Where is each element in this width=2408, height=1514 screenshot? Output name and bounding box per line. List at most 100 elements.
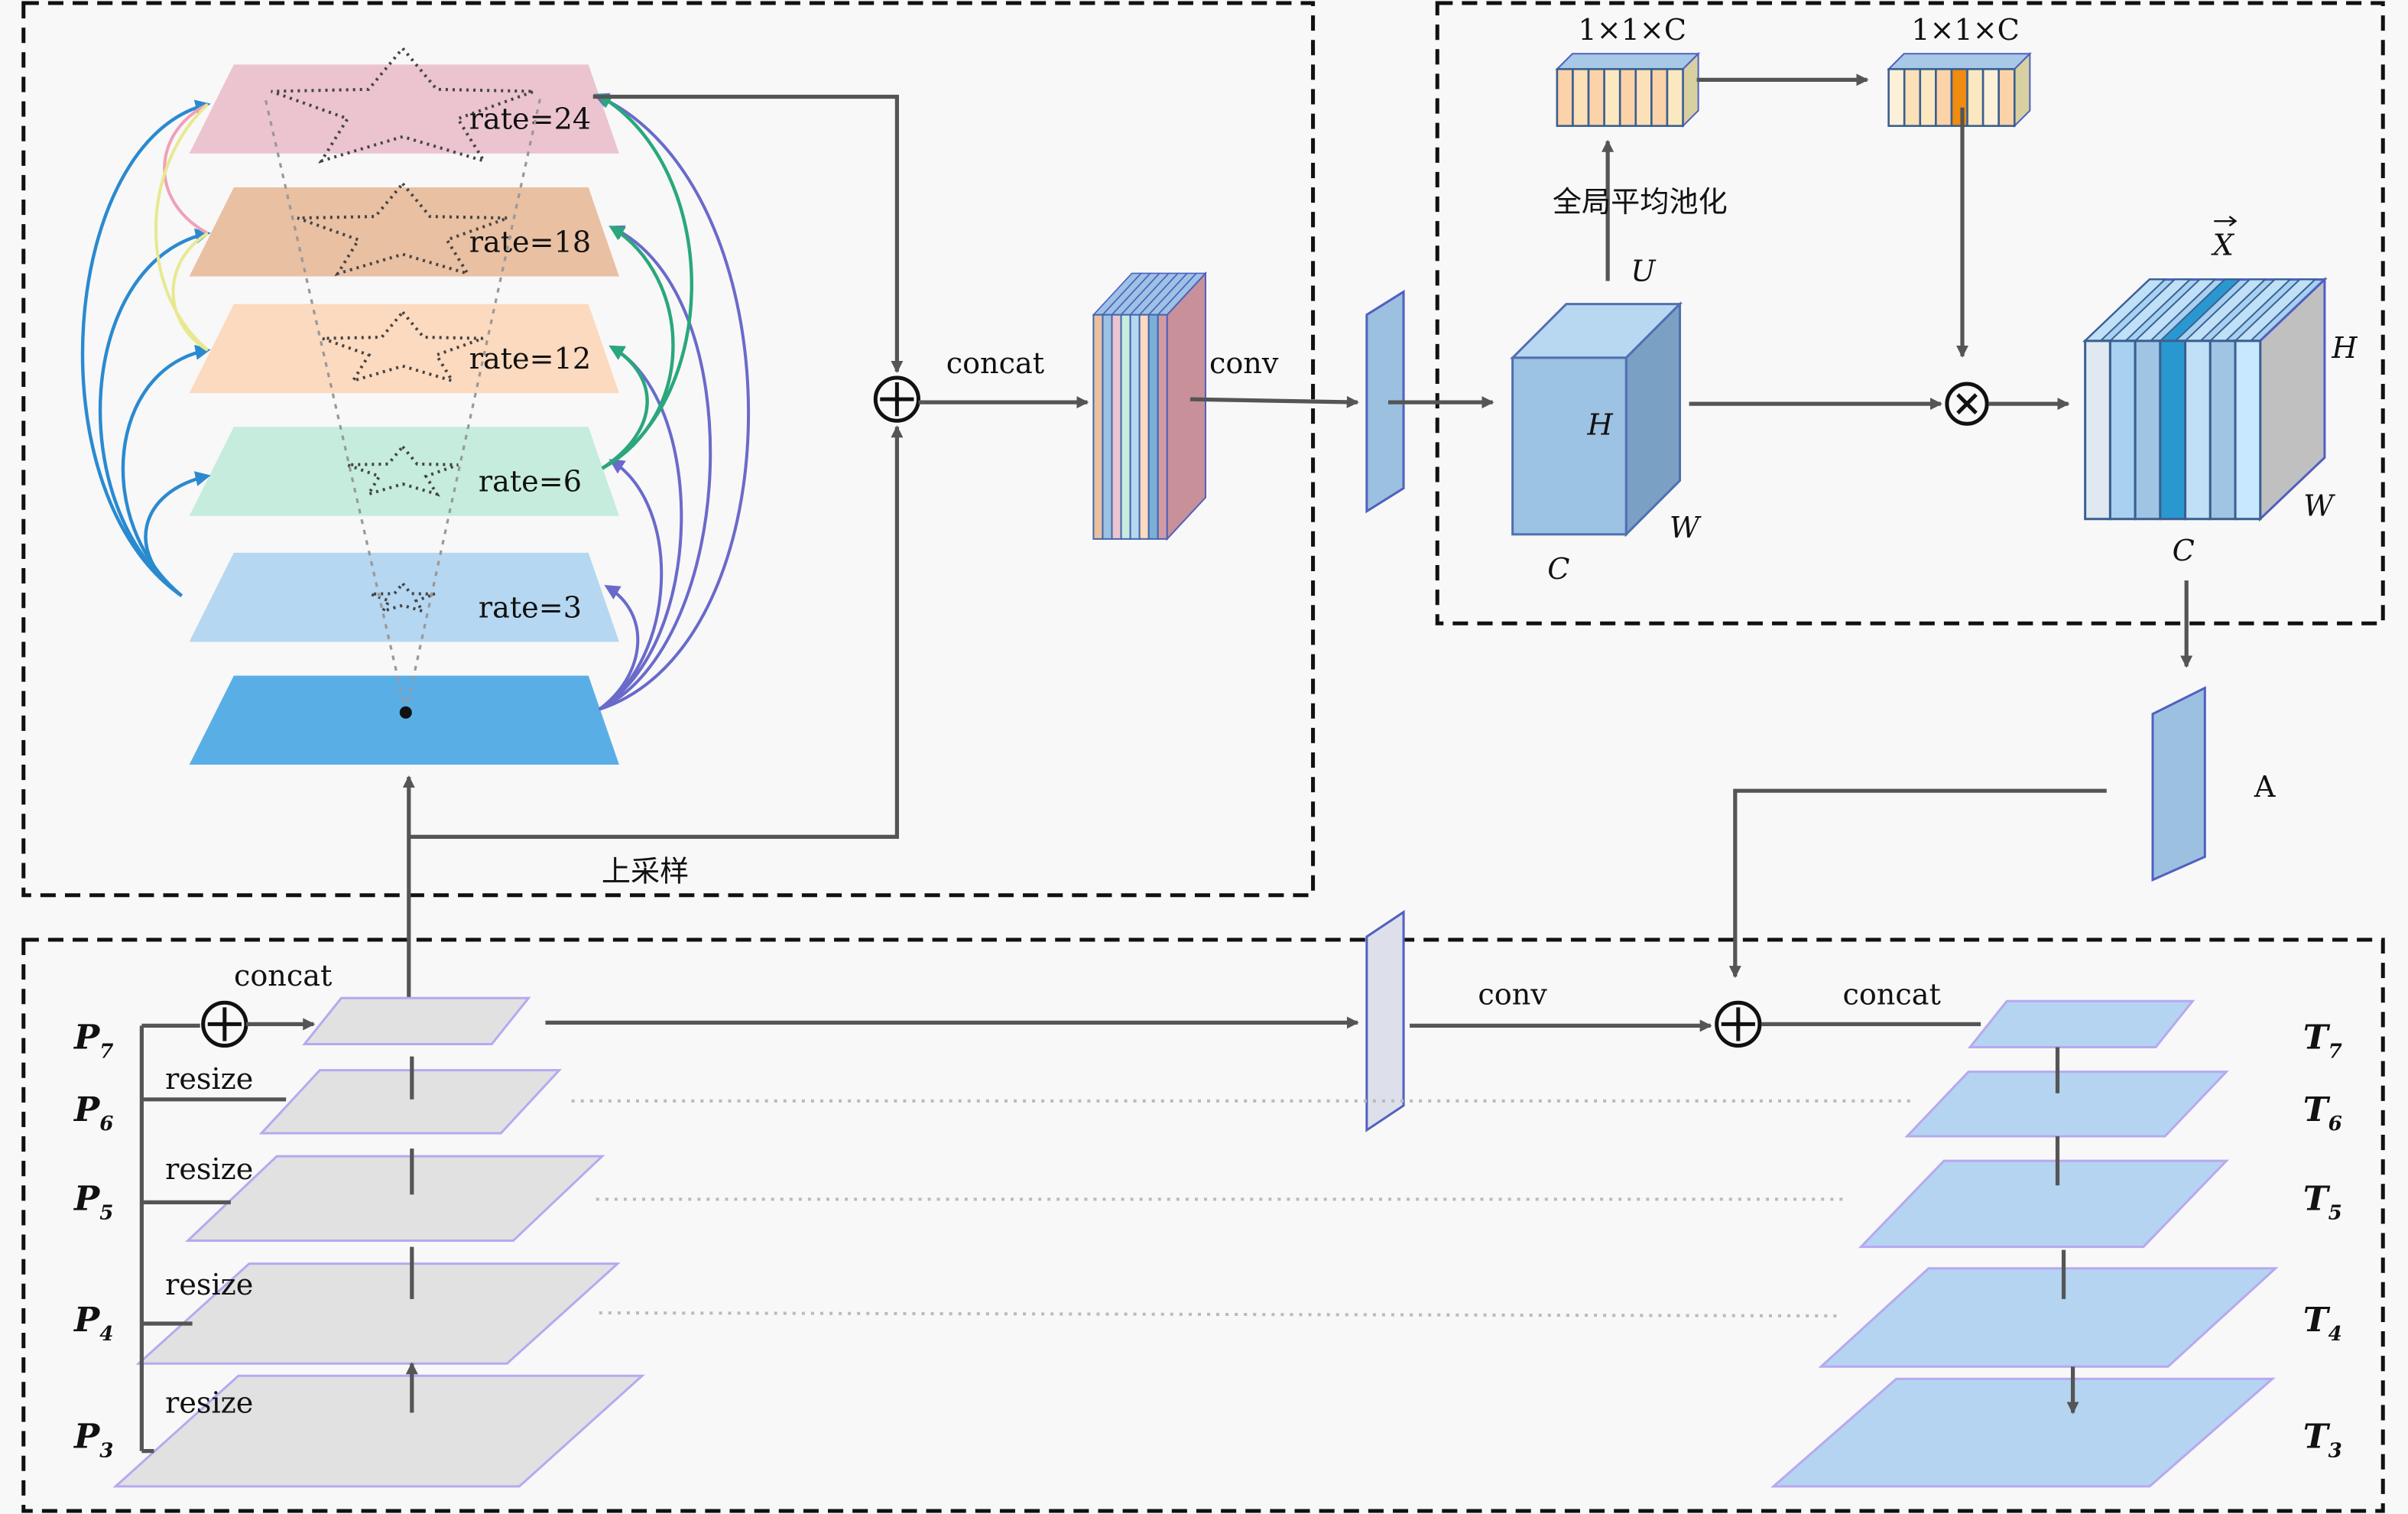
h-label: H: [1586, 408, 1613, 441]
arrow-curve: [598, 585, 640, 711]
channel-cell: [1650, 68, 1669, 127]
feature-slice: [1138, 314, 1150, 540]
dilated-layer: [189, 427, 619, 516]
output-label: T3: [2303, 1418, 2342, 1463]
output-label: T7: [2303, 1019, 2342, 1064]
x-label: X: [2211, 228, 2235, 262]
channel-cell: [1618, 68, 1637, 127]
arrow-line: [592, 94, 904, 373]
feature-slice: [1102, 314, 1113, 540]
w-label: W: [1670, 511, 1702, 544]
conv-label: conv: [1478, 977, 1547, 1011]
input-label: P6: [73, 1090, 113, 1136]
resize-label: resize: [165, 1062, 253, 1096]
channel-cell: [1887, 68, 1906, 127]
concat-label: concat: [1842, 977, 1941, 1011]
a-label: A: [2254, 770, 2276, 804]
channel-cell: [1950, 68, 1968, 127]
downward-arrows: [2055, 1047, 2073, 1413]
feature-plane: [302, 996, 531, 1046]
dilated-layer: [189, 304, 619, 394]
arrow-curve: [144, 471, 211, 597]
dilated-layer: [189, 64, 619, 154]
arrow-curve: [601, 226, 675, 470]
channel-vector-weights: [1887, 51, 2032, 128]
feature-plane: [1818, 1267, 2279, 1368]
vector-dim-label: 1×1×C: [1578, 13, 1686, 47]
vector-dim-label: 1×1×C: [1911, 13, 2020, 47]
output-label: T6: [2303, 1090, 2342, 1136]
receptive-field-star: [346, 444, 459, 497]
vector-arrow-icon: [2214, 216, 2238, 227]
receptive-field-star: [322, 310, 484, 384]
dilated-layer: [189, 552, 619, 642]
feature-plane: [1904, 1071, 2229, 1138]
feature-plane: [112, 1374, 645, 1488]
channel-cell: [1556, 68, 1574, 127]
channel-slice: [2234, 340, 2262, 521]
attention-output-feature: [2151, 686, 2206, 882]
channel-cell: [1603, 68, 1621, 127]
sum-operator-icon: [873, 375, 921, 423]
input-pyramid: [112, 996, 645, 1488]
input-label: P7: [73, 1019, 113, 1064]
resize-label: resize: [165, 1386, 253, 1419]
arrow-curve: [171, 232, 209, 352]
u-label: U: [1631, 254, 1657, 288]
output-pyramid: [1770, 999, 2279, 1488]
concat-label: concat: [234, 959, 333, 993]
channel-slice: [2208, 340, 2237, 521]
attention-module-box: [1435, 1, 2385, 625]
arrow-curve: [163, 102, 209, 235]
channel-cell: [1997, 68, 2016, 127]
resize-label: resize: [165, 1152, 253, 1186]
rate-label: rate=3: [479, 590, 582, 624]
rate-label: rate=18: [469, 225, 591, 258]
input-label: P3: [73, 1418, 113, 1463]
concat-label: concat: [946, 346, 1045, 380]
channel-cell: [1935, 68, 1953, 127]
arrow-curve: [598, 345, 683, 711]
feature-cube-x: [2082, 276, 2328, 522]
input-label: P5: [73, 1179, 113, 1224]
skip-dotted-lines: [571, 1099, 1912, 1317]
output-label: T4: [2303, 1301, 2342, 1346]
feature-slice: [1111, 314, 1122, 540]
feature-cube-u: [1509, 301, 1683, 538]
arrow-curve: [601, 345, 649, 470]
dilated-layer: [189, 675, 619, 765]
receptive-field-cone: [263, 95, 543, 713]
conv-label: conv: [1209, 346, 1279, 380]
fusion-module-box: [21, 937, 2385, 1513]
feature-plane: [258, 1069, 563, 1135]
w-label: W: [2303, 489, 2335, 523]
rate-label: rate=12: [469, 342, 591, 375]
channel-slice: [2159, 340, 2187, 521]
channel-slice: [2108, 340, 2137, 521]
channel-slice: [2134, 340, 2162, 521]
receptive-field-star: [271, 46, 535, 164]
rate-label: rate=24: [469, 102, 591, 136]
channel-slice: [2084, 340, 2111, 521]
upsample-label: 上采样: [602, 855, 689, 889]
concat-feature-stack: [1092, 271, 1207, 541]
dilated-layer: [189, 187, 619, 277]
multiply-operator-icon: [1945, 382, 1989, 426]
feature-slice: [1092, 314, 1104, 540]
arrow-curve: [80, 99, 211, 597]
c-label: C: [2173, 534, 2195, 567]
feature-plane: [1770, 1377, 2276, 1488]
global-avg-pool-label: 全局平均池化: [1553, 185, 1728, 219]
sum-operator-icon: [201, 1000, 248, 1048]
feature-plane: [135, 1262, 621, 1365]
feature-plane: [1858, 1159, 2229, 1249]
aspp-output-feature: [1365, 289, 1405, 514]
channel-cell: [1919, 68, 1937, 127]
aspp-module-box: [21, 1, 1316, 898]
arrow-curve: [598, 225, 712, 711]
arrow-curve: [598, 459, 664, 711]
skip-connection-arrows: [80, 93, 750, 711]
input-label: P4: [73, 1301, 113, 1346]
channel-cell: [1666, 68, 1684, 127]
feature-plane: [1967, 999, 2195, 1049]
